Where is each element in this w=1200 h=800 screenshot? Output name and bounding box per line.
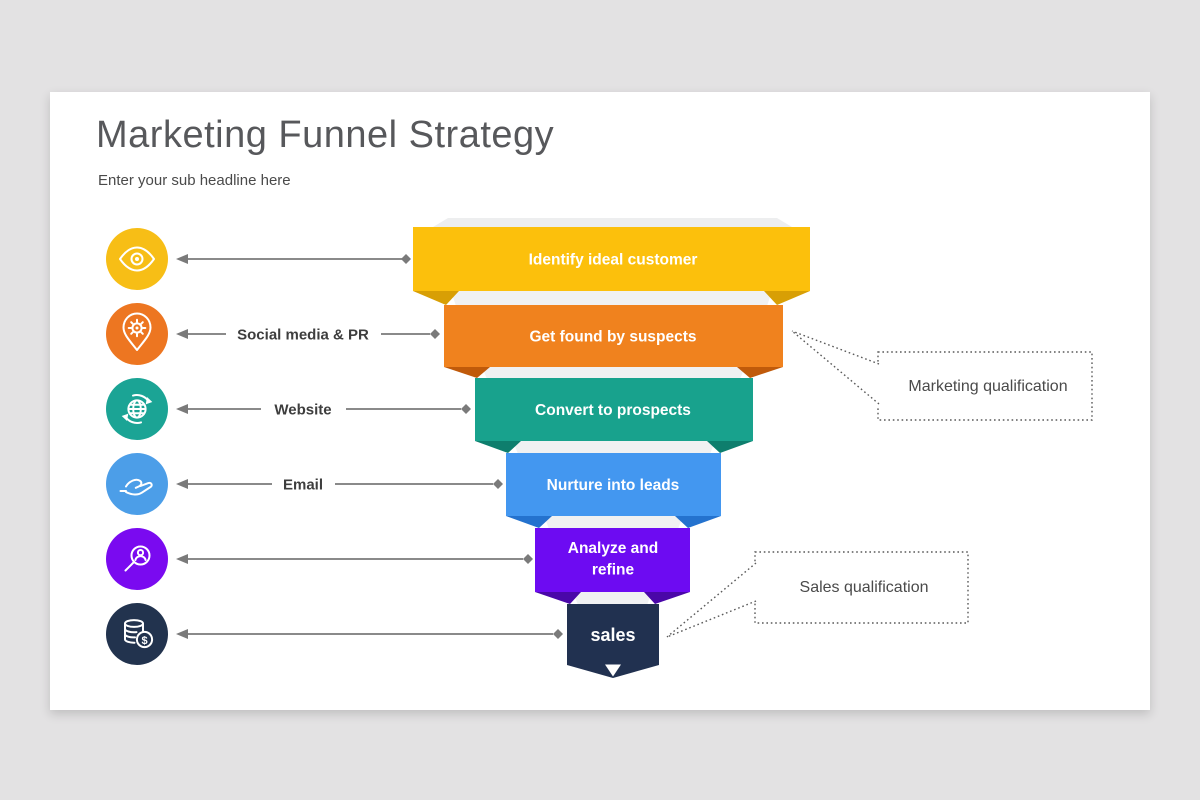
fold-right-3 bbox=[707, 441, 753, 453]
funnel-level-1: Identify ideal customer bbox=[413, 227, 810, 306]
arrowhead-left-6 bbox=[176, 629, 188, 639]
funnel-diagram: Identify ideal customer Get found by sus… bbox=[106, 218, 1093, 678]
connector-rows: Social media & PR Website Email bbox=[176, 254, 563, 639]
funnel-mouth bbox=[433, 218, 792, 227]
arrowhead-left-3 bbox=[176, 404, 188, 414]
funnel-label-1: Identify ideal customer bbox=[529, 252, 698, 269]
fold-right-1 bbox=[764, 291, 810, 305]
channel-label-social: Social media & PR bbox=[237, 327, 369, 344]
hand-icon bbox=[106, 453, 168, 515]
arrowhead-left-5 bbox=[176, 554, 188, 564]
funnel-band-2 bbox=[444, 305, 783, 367]
marketing-callout-box bbox=[877, 351, 1093, 421]
connector-row-2: Social media & PR bbox=[176, 327, 440, 344]
connector-row-6 bbox=[176, 629, 563, 639]
fold-left-3 bbox=[475, 441, 521, 453]
funnel-connector-2 bbox=[482, 367, 745, 379]
funnel-level-2: Get found by suspects bbox=[444, 305, 783, 379]
connector-row-1 bbox=[176, 254, 411, 264]
marketing-callout-tail bbox=[791, 330, 880, 405]
icon-circle-4 bbox=[106, 453, 168, 515]
coins-icon: $ bbox=[106, 603, 168, 665]
sales-callout-tail bbox=[666, 562, 757, 638]
globe-sync-icon bbox=[106, 378, 168, 440]
fold-left-2 bbox=[444, 367, 490, 378]
page-subtitle: Enter your sub headline here bbox=[98, 172, 291, 189]
channel-label-email: Email bbox=[283, 477, 323, 494]
funnel: Identify ideal customer Get found by sus… bbox=[413, 218, 810, 678]
funnel-level-6: sales bbox=[567, 604, 659, 678]
funnel-connector-1 bbox=[451, 291, 772, 306]
funnel-label-6: sales bbox=[590, 625, 635, 645]
funnel-label-4: Nurture into leads bbox=[547, 477, 680, 494]
callout-marketing-qualification: Marketing qualification bbox=[791, 330, 1093, 421]
arrowhead-left-4 bbox=[176, 479, 188, 489]
sales-callout-gap bbox=[752, 562, 758, 602]
funnel-connector-5 bbox=[573, 592, 652, 605]
slide-card: Marketing Funnel Strategy Enter your sub… bbox=[50, 92, 1150, 710]
diamond-end-3 bbox=[461, 404, 471, 414]
diamond-end-2 bbox=[430, 329, 440, 339]
page-title: Marketing Funnel Strategy bbox=[96, 114, 555, 156]
funnel-label-3: Convert to prospects bbox=[535, 402, 691, 419]
funnel-label-5-line2: refine bbox=[592, 562, 635, 579]
funnel-level-4: Nurture into leads bbox=[506, 453, 721, 529]
funnel-band-5 bbox=[535, 528, 690, 592]
funnel-label-2: Get found by suspects bbox=[529, 329, 696, 346]
fold-right-4 bbox=[675, 516, 721, 528]
marketing-callout-gap bbox=[875, 363, 881, 406]
funnel-band-6 bbox=[567, 604, 659, 678]
icon-column: $ bbox=[106, 228, 168, 665]
diamond-end-1 bbox=[401, 254, 411, 264]
channel-label-website: Website bbox=[274, 402, 331, 419]
fold-left-5 bbox=[535, 592, 581, 604]
arrowhead-left-2 bbox=[176, 329, 188, 339]
funnel-band-3 bbox=[475, 378, 753, 441]
icon-circle-5 bbox=[106, 528, 168, 590]
arrowhead-left-1 bbox=[176, 254, 188, 264]
funnel-connector-3 bbox=[513, 441, 715, 454]
diamond-end-6 bbox=[553, 629, 563, 639]
diamond-end-5 bbox=[523, 554, 533, 564]
fold-left-4 bbox=[506, 516, 552, 528]
callout-sales-qualification: Sales qualification bbox=[666, 551, 969, 638]
funnel-label-5-line1: Analyze and bbox=[568, 540, 658, 557]
diamond-end-4 bbox=[493, 479, 503, 489]
search-person-icon bbox=[106, 528, 168, 590]
connector-row-5 bbox=[176, 554, 533, 564]
connector-row-4: Email bbox=[176, 477, 503, 494]
funnel-connector-4 bbox=[544, 516, 683, 529]
marketing-callout-label: Marketing qualification bbox=[908, 378, 1067, 395]
connector-row-3: Website bbox=[176, 402, 471, 419]
location-gear-icon bbox=[106, 303, 168, 365]
icon-circle-6 bbox=[106, 603, 168, 665]
eye-icon bbox=[106, 228, 168, 290]
fold-left-1 bbox=[413, 291, 459, 305]
fold-right-5 bbox=[644, 592, 690, 604]
funnel-band-1 bbox=[413, 227, 810, 291]
funnel-level-3: Convert to prospects bbox=[475, 378, 753, 454]
funnel-band-4 bbox=[506, 453, 721, 516]
funnel-tip-arrow bbox=[605, 664, 621, 677]
fold-right-2 bbox=[737, 367, 783, 378]
funnel-level-5: Analyze and refine bbox=[535, 528, 690, 605]
sales-callout-label: Sales qualification bbox=[800, 579, 929, 596]
dollar-symbol: $ bbox=[141, 635, 147, 647]
